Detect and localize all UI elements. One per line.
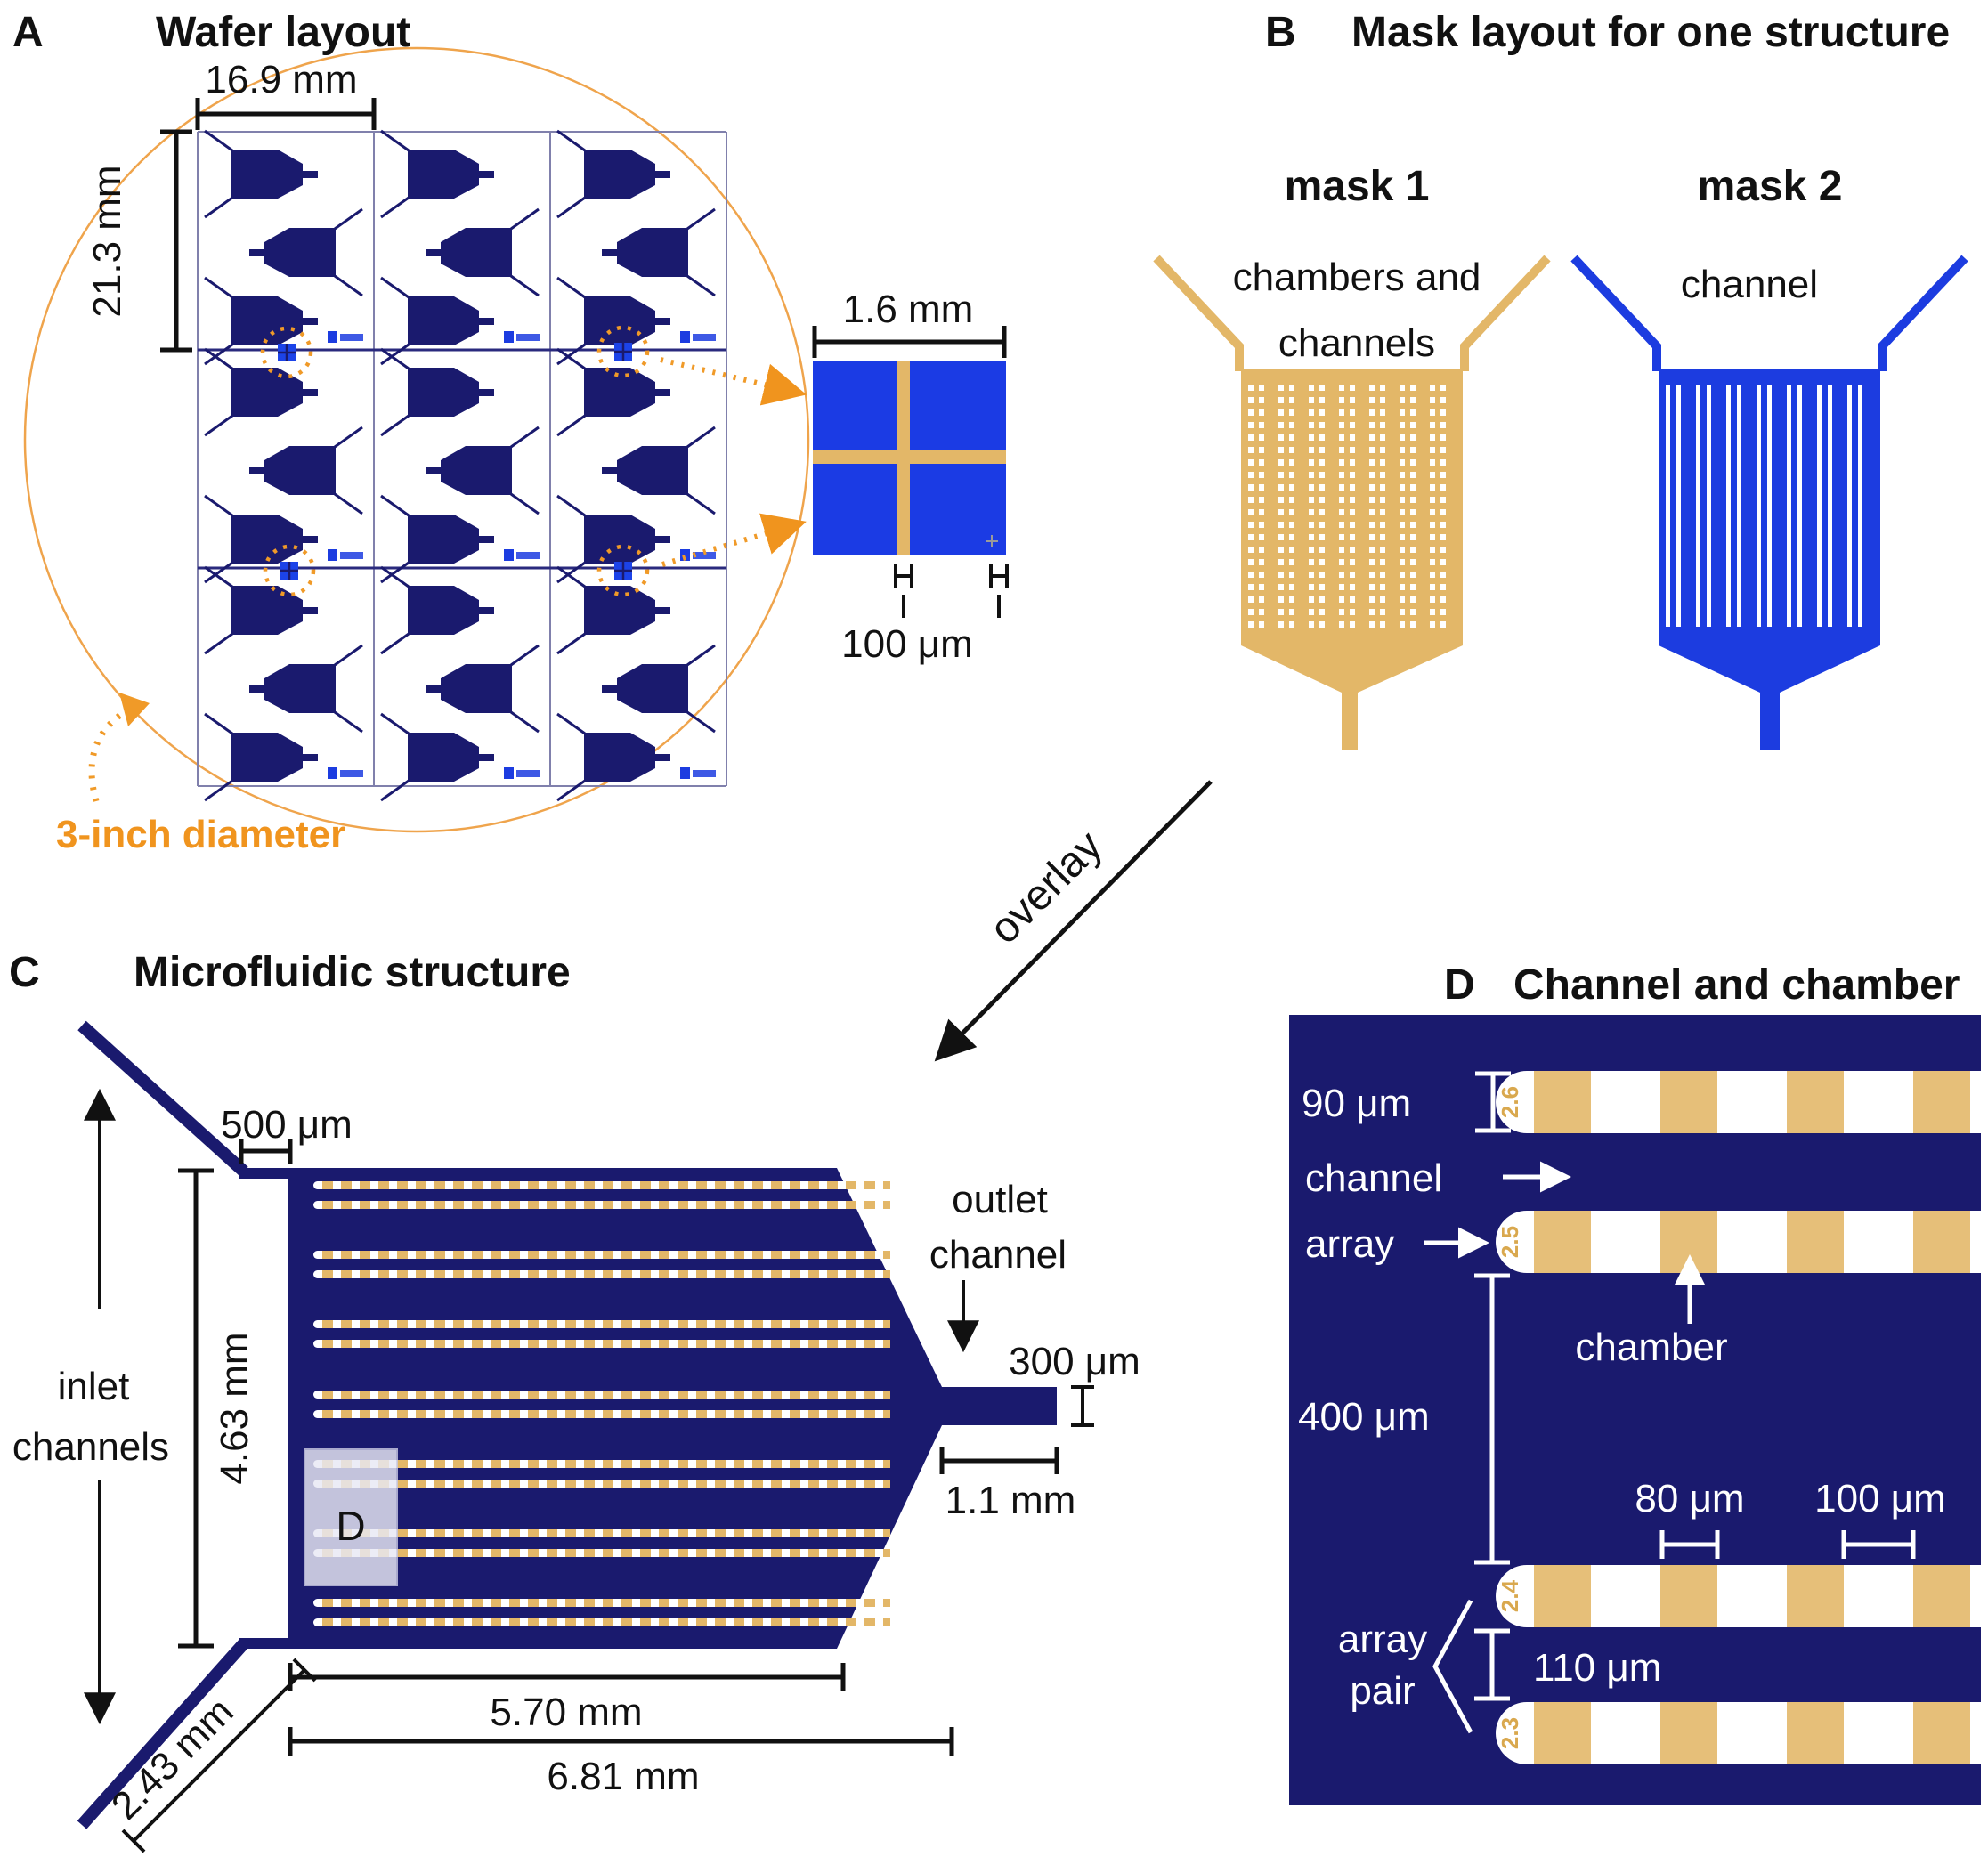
mask1-desc-line2: channels <box>1278 321 1435 365</box>
inlet-channels-label-line1: inlet <box>58 1365 130 1408</box>
channel-strips: 2.6 2.5 2.4 2.3 <box>1496 1071 1981 1764</box>
dim-channel-width <box>1475 1071 1511 1133</box>
inset-crosshair <box>986 535 998 547</box>
dim-inset-width: 1.6 mm <box>812 288 1007 358</box>
dim-array-gap <box>1474 1273 1510 1565</box>
chamber-label: chamber <box>1575 1326 1727 1369</box>
panel-a-label: A <box>12 9 44 56</box>
wafer-note-arrowhead <box>119 693 150 726</box>
dim-channel-width-label: 90 μm <box>1302 1082 1411 1125</box>
mask1-chamber-dots <box>1248 385 1455 632</box>
inlet-channel-bottom <box>77 1639 249 1829</box>
mask1-desc-line1: chambers and <box>1233 255 1481 299</box>
panel-c-label: C <box>9 949 40 996</box>
dim-inlet-width: 500 μm <box>221 1103 353 1164</box>
alignment-mark <box>263 544 316 597</box>
dim-pair-gap-label: 110 μm <box>1533 1646 1661 1690</box>
panel-d-title: Channel and chamber <box>1513 961 1960 1009</box>
dim-body-height: 4.63 mm <box>178 1168 256 1649</box>
dim-array-gap-label: 400 μm <box>1298 1395 1430 1439</box>
dim-pair-gap <box>1474 1628 1510 1701</box>
inset-pointer-arrow-bottom <box>661 513 807 567</box>
dim-inlet-length-label: 2.43 mm <box>103 1690 242 1829</box>
dim-outlet-width: 300 μm <box>1009 1340 1140 1427</box>
channel-array-label-line1: channel <box>1305 1156 1442 1200</box>
dim-body-height-label: 4.63 mm <box>213 1332 256 1484</box>
dim-inset-width-label: 1.6 mm <box>843 288 974 331</box>
mask2-name: mask 2 <box>1698 163 1843 210</box>
alignment-marks <box>260 325 650 597</box>
wafer-note-label: 3-inch diameter <box>56 813 345 856</box>
array-pair-label-line1: array <box>1338 1618 1427 1661</box>
dim-array-span: 5.70 mm <box>288 1663 846 1734</box>
inlet-channels-annotation: inlet channels <box>12 1088 169 1725</box>
dim-chip-height: 21.3 mm <box>85 129 192 353</box>
dim-outlet-length-label: 1.1 mm <box>945 1479 1076 1522</box>
mask1-name: mask 1 <box>1285 163 1430 210</box>
dim-chamber-gap-label: 100 μm <box>1814 1477 1946 1520</box>
overlay-label: overlay <box>981 823 1112 953</box>
panel-a-wafer-layout: A Wafer layout <box>12 9 1009 856</box>
dim-inset-street-label: 100 μm <box>841 622 973 666</box>
panel-b-label: B <box>1265 9 1296 56</box>
inset-pointer-arrow-top <box>660 357 807 406</box>
dim-outlet-width-label: 300 μm <box>1009 1340 1140 1383</box>
dim-chamber-gap <box>1841 1530 1916 1559</box>
overlay-arrow <box>934 780 1213 1062</box>
panel-b-mask-layout: B Mask layout for one structure mask 1 m… <box>934 9 1968 1062</box>
mask2-channel-lines <box>1666 385 1872 627</box>
dim-chip-height-label: 21.3 mm <box>85 165 129 317</box>
wafer-die-grid <box>197 131 727 800</box>
detail-region-d-label: D <box>336 1503 365 1549</box>
strip-id-4: 2.3 <box>1497 1717 1523 1749</box>
mask2-shape <box>1570 255 1968 750</box>
strip-id-1: 2.6 <box>1497 1086 1523 1118</box>
dim-outlet-length: 1.1 mm <box>939 1447 1076 1522</box>
channel-array-label-line2: array <box>1305 1222 1394 1266</box>
panel-b-title: Mask layout for one structure <box>1351 9 1950 56</box>
overlay-annotation: overlay <box>934 780 1213 1062</box>
alignment-mark <box>596 544 650 597</box>
mask1-shape <box>1153 255 1551 750</box>
alignment-mark <box>260 326 313 379</box>
dim-chamber-width <box>1659 1530 1720 1559</box>
array-pair-label-line2: pair <box>1350 1669 1415 1713</box>
dim-array-span-label: 5.70 mm <box>490 1691 642 1734</box>
wafer-note-arrow <box>88 704 134 802</box>
strip-id-2: 2.5 <box>1497 1226 1523 1258</box>
panel-c-microfluidic-structure: C Microfluidic structure D <box>9 949 1140 1853</box>
dim-chip-width: 16.9 mm <box>195 58 377 130</box>
panel-d-channel-chamber: D Channel and chamber 2.6 2.5 2.4 2.3 90… <box>1289 961 1981 1805</box>
array-pair-brace <box>1432 1599 1473 1734</box>
panel-d-label: D <box>1444 961 1475 1009</box>
mask2-desc: channel <box>1681 263 1818 306</box>
dim-inset-street <box>894 564 1009 618</box>
alignment-mark <box>596 325 650 378</box>
panel-a-title: Wafer layout <box>156 9 410 56</box>
wafer-diameter-note: 3-inch diameter <box>56 693 345 856</box>
outlet-channel-annotation: outlet channel <box>929 1178 1067 1353</box>
inlet-channel-top <box>77 1020 248 1177</box>
panel-c-title: Microfluidic structure <box>134 949 571 996</box>
dim-body-width: 6.81 mm <box>288 1727 954 1798</box>
wafer-outline-circle <box>23 46 810 833</box>
dim-chip-width-label: 16.9 mm <box>205 58 357 101</box>
outlet-label-line2: channel <box>929 1233 1067 1277</box>
microfluidic-body: D <box>77 1020 1057 1829</box>
inlet-channels-label-line2: channels <box>12 1425 169 1469</box>
dim-chamber-width-label: 80 μm <box>1635 1477 1744 1520</box>
detail-background <box>1289 1015 1981 1805</box>
detail-region-d: D <box>304 1448 398 1586</box>
chamber-body <box>288 1168 1057 1649</box>
strip-id-3: 2.4 <box>1497 1579 1523 1612</box>
alignment-mark-inset: 1.6 mm 100 μm <box>812 288 1009 666</box>
outlet-label-line1: outlet <box>952 1178 1048 1221</box>
dim-body-width-label: 6.81 mm <box>547 1755 699 1798</box>
